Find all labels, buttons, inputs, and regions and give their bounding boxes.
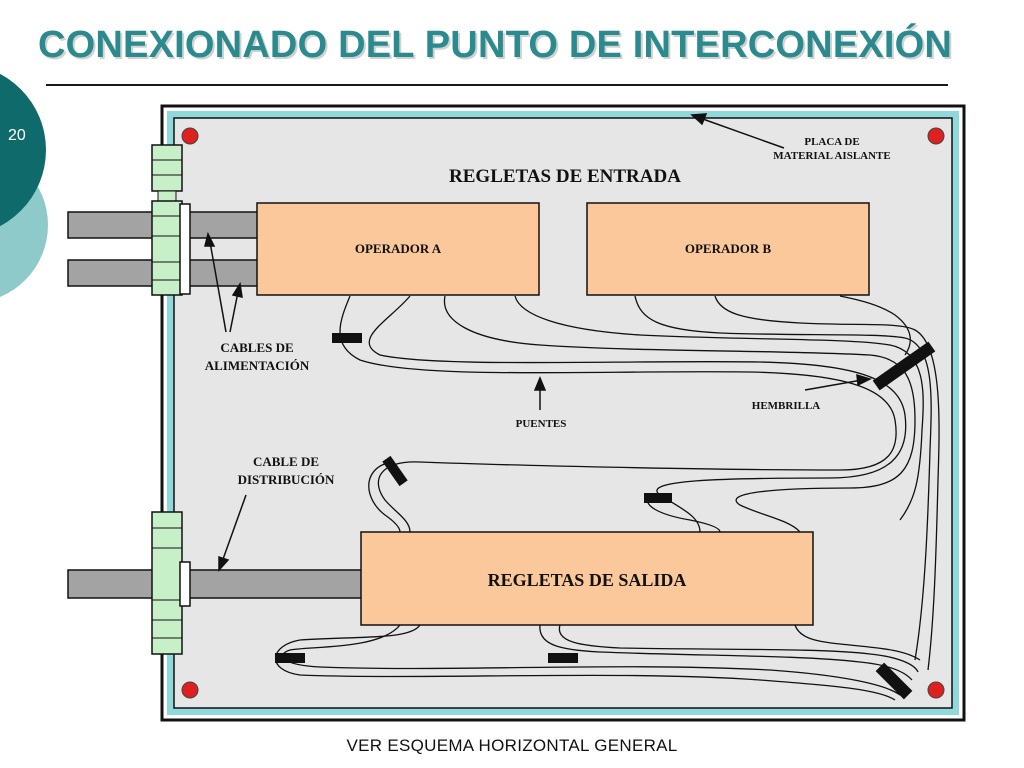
operator-a-block xyxy=(256,202,540,296)
screw-bottom-left xyxy=(181,681,199,699)
slide-number: 20 xyxy=(8,127,26,144)
slide-caption: VER ESQUEMA HORIZONTAL GENERAL xyxy=(346,736,678,755)
insulating-plate xyxy=(160,104,966,722)
title-divider xyxy=(46,84,948,86)
slide-title: CONEXIONADO DEL PUNTO DE INTERCONEXIÓN xyxy=(38,24,953,66)
power-cables-label-line-2: ALIMENTACIÓN xyxy=(205,358,310,373)
output-strips-block xyxy=(360,531,814,626)
plate-label-line-2: MATERIAL AISLANTE xyxy=(773,150,890,162)
distribution-cable xyxy=(67,569,363,599)
decor-circle-dark xyxy=(0,73,46,227)
power-cables-label-line-1: CABLES DE xyxy=(220,340,293,355)
socket-6 xyxy=(872,341,936,391)
jumper-wires xyxy=(274,295,940,701)
socket-5 xyxy=(382,455,408,487)
annotation-arrows xyxy=(204,113,873,572)
socket-7 xyxy=(875,662,913,700)
distribution-cable-label-line-2: DISTRIBUCIÓN xyxy=(238,472,335,487)
output-strips-label: REGLETAS DE SALIDA xyxy=(488,570,687,590)
jumpers-label: PUENTES xyxy=(516,418,567,430)
entry-strips-heading: REGLETAS DE ENTRADA xyxy=(449,166,681,187)
screw-bottom-right xyxy=(927,681,945,699)
cable-clamp-upper xyxy=(151,144,191,296)
distribution-cable-label-line-1: CABLE DE xyxy=(253,454,319,469)
socket-label: HEMBRILLA xyxy=(752,400,821,412)
screw-top-right xyxy=(927,127,945,145)
plate-label-line-1: PLACA DE xyxy=(804,136,859,148)
operator-b-block xyxy=(586,202,870,296)
socket-4 xyxy=(548,653,578,663)
operator-b-label: OPERADOR B xyxy=(685,241,772,256)
socket-2 xyxy=(644,493,672,503)
cable-clamp-lower xyxy=(151,511,191,655)
socket-3 xyxy=(275,653,305,663)
operator-a-label: OPERADOR A xyxy=(355,241,442,256)
screw-top-left xyxy=(181,127,199,145)
socket-1 xyxy=(332,333,362,343)
